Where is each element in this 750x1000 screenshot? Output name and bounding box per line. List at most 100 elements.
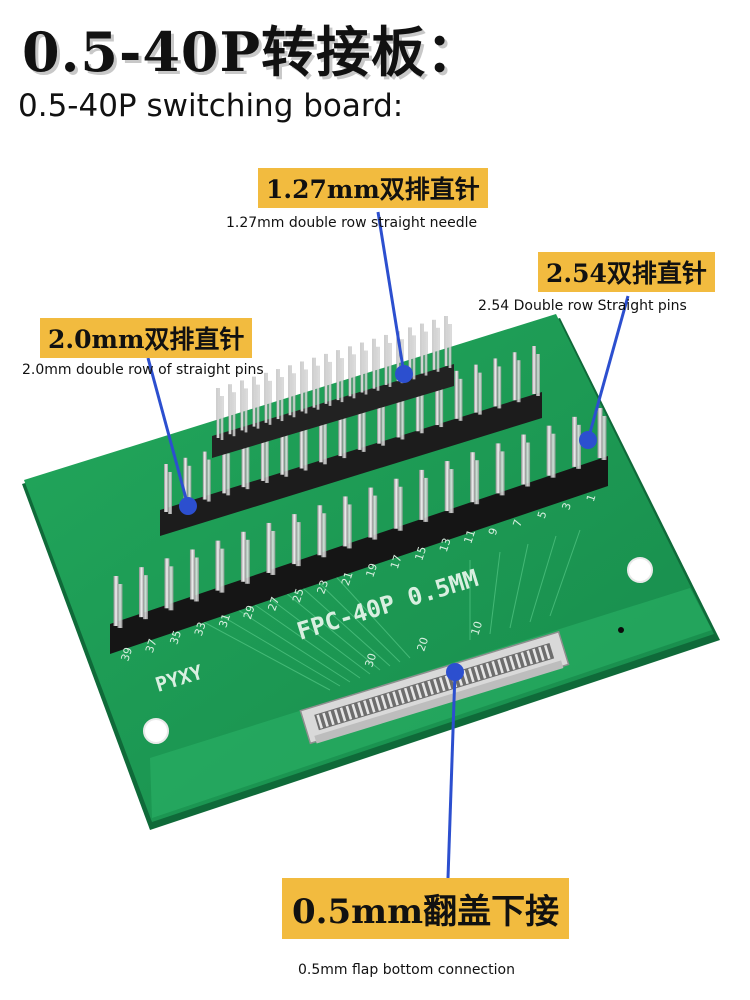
header-pin bbox=[318, 414, 323, 463]
header-pin bbox=[260, 432, 265, 481]
header-pin bbox=[477, 372, 482, 415]
header-pin bbox=[388, 342, 392, 387]
header-pin bbox=[168, 472, 172, 514]
pin-number-label: 13 bbox=[437, 536, 454, 553]
connector-labels: 30 20 10 bbox=[362, 620, 485, 669]
callout-2-0mm-subtitle: 2.0mm double row of straight pins bbox=[22, 362, 264, 378]
pin-number-label: 37 bbox=[143, 637, 160, 654]
header-pin bbox=[280, 377, 284, 422]
callout-2-0mm-title: 2.0mm双排直针 bbox=[40, 318, 253, 358]
fpc-connector-0-5mm bbox=[299, 630, 570, 745]
header-pin bbox=[219, 548, 225, 593]
header-pin bbox=[415, 383, 420, 432]
pin-number-label: 5 bbox=[535, 509, 550, 520]
connector-latch bbox=[314, 660, 564, 744]
header-pin bbox=[376, 346, 380, 391]
header-pin bbox=[419, 391, 424, 434]
pcb-surface bbox=[24, 314, 714, 822]
pin-number-label: 35 bbox=[167, 629, 184, 646]
header-pin bbox=[384, 334, 388, 385]
header-pin bbox=[572, 416, 578, 467]
header-pin bbox=[436, 327, 440, 372]
header-pin bbox=[396, 389, 401, 438]
header-pin bbox=[361, 409, 366, 452]
header-body bbox=[110, 456, 608, 654]
header-pin bbox=[348, 346, 352, 397]
header-pin bbox=[142, 575, 148, 620]
header-pin bbox=[280, 426, 285, 475]
header-pin bbox=[435, 377, 440, 426]
header-pin bbox=[546, 425, 552, 476]
header-pin bbox=[324, 353, 328, 404]
callout-2-54mm-title: 2.54双排直针 bbox=[538, 252, 715, 292]
header-pin bbox=[228, 384, 232, 435]
pin-number-label: 31 bbox=[216, 612, 233, 629]
header-pin bbox=[473, 364, 478, 413]
header-pin bbox=[226, 453, 231, 496]
pin-number-label: 15 bbox=[412, 545, 429, 562]
header-pin bbox=[206, 459, 211, 502]
pin-number-label: 9 bbox=[486, 526, 501, 537]
callout-2-54mm-subtitle: 2.54 Double row Straight pins bbox=[478, 298, 687, 314]
header-pin bbox=[381, 403, 386, 446]
header-pin bbox=[222, 445, 227, 494]
connector-pin-label: 30 bbox=[362, 652, 379, 669]
header-pin bbox=[432, 319, 436, 370]
header-pin bbox=[328, 361, 332, 406]
mounting-hole-right bbox=[627, 557, 653, 583]
pin-number-label: 39 bbox=[118, 646, 135, 663]
header-pin bbox=[244, 539, 250, 584]
header-pin bbox=[396, 331, 400, 382]
header-pin bbox=[241, 439, 246, 488]
pcb-traces bbox=[199, 529, 581, 691]
header-pin bbox=[521, 434, 527, 485]
header-pin bbox=[220, 396, 224, 440]
header-pin bbox=[516, 360, 521, 403]
callout-0-5mm-title: 0.5mm翻盖下接 bbox=[282, 878, 570, 939]
connector-contacts bbox=[316, 644, 551, 729]
header-pin bbox=[232, 392, 236, 437]
header-pin bbox=[299, 420, 304, 469]
header-pin bbox=[458, 378, 463, 421]
header-pin bbox=[321, 513, 327, 558]
pin-number-label: 27 bbox=[265, 595, 282, 612]
leader-2-0 bbox=[146, 357, 190, 507]
header-pin bbox=[368, 487, 374, 538]
header-pin bbox=[444, 316, 448, 366]
header-pin bbox=[338, 408, 343, 457]
header-pin bbox=[499, 451, 505, 496]
header-pin bbox=[183, 457, 188, 506]
header-pin bbox=[393, 478, 399, 529]
header-pin bbox=[264, 440, 269, 483]
small-via bbox=[618, 627, 624, 633]
callout-1-27mm-title: 1.27mm双排直针 bbox=[258, 168, 488, 208]
connector-pin-label: 10 bbox=[468, 620, 485, 637]
header-pin bbox=[495, 443, 501, 494]
header-pin bbox=[550, 433, 556, 478]
header-pin bbox=[164, 464, 168, 512]
header-pin bbox=[202, 451, 207, 500]
callout-1-27mm-subtitle: 1.27mm double row straight needle bbox=[226, 215, 478, 231]
header-pin bbox=[576, 424, 582, 469]
header-body bbox=[212, 364, 454, 458]
header-pin bbox=[424, 331, 428, 376]
header-pin bbox=[423, 477, 429, 522]
connector-pin-label: 20 bbox=[414, 636, 431, 653]
header-pin bbox=[470, 452, 476, 503]
header-pin bbox=[312, 357, 316, 408]
pin-number-label: 19 bbox=[363, 562, 380, 579]
header-pin bbox=[357, 401, 362, 450]
header-pin bbox=[252, 376, 256, 427]
header-pin bbox=[474, 460, 480, 505]
header-pin bbox=[187, 465, 192, 508]
callout-0-5mm-subtitle: 0.5mm flap bottom connection bbox=[298, 962, 515, 978]
header-pin bbox=[397, 486, 403, 531]
header-2-0mm bbox=[160, 346, 542, 536]
header-body bbox=[160, 392, 542, 536]
pin-number-label: 23 bbox=[314, 578, 331, 595]
header-pin bbox=[448, 324, 452, 368]
pin-number-label: 25 bbox=[290, 587, 307, 604]
leader-1-27 bbox=[376, 211, 406, 375]
